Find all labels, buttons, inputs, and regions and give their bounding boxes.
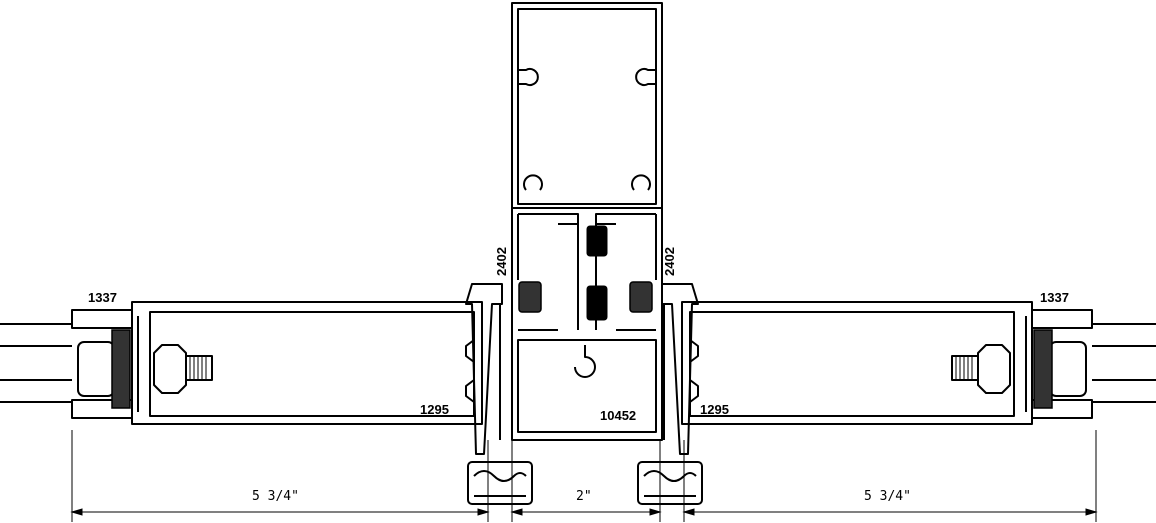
right-glazing <box>1031 309 1156 419</box>
right-bottom-cover <box>637 461 703 505</box>
mullion-label: 10452 <box>600 408 636 423</box>
right-frame-1295 <box>681 301 1033 425</box>
clip-label-left: 1337 <box>88 290 117 305</box>
adapter-label-right: 2402 <box>662 247 677 276</box>
frame-label-left: 1295 <box>420 402 449 417</box>
clip-label-right: 1337 <box>1040 290 1069 305</box>
mullion-upper-tube <box>511 2 663 209</box>
dimension-center: 2" <box>576 489 592 504</box>
left-adapter-2402 <box>465 283 503 455</box>
adapter-label-left: 2402 <box>494 247 509 276</box>
dimension-lines <box>70 430 1098 522</box>
frame-label-right: 1295 <box>700 402 729 417</box>
left-glazing <box>0 309 133 419</box>
dimension-right: 5 3/4" <box>864 489 911 504</box>
right-adapter-2402 <box>661 283 699 455</box>
left-bottom-cover <box>467 461 533 505</box>
thermal-break-gaskets <box>518 225 653 321</box>
dimension-left: 5 3/4" <box>252 489 299 504</box>
